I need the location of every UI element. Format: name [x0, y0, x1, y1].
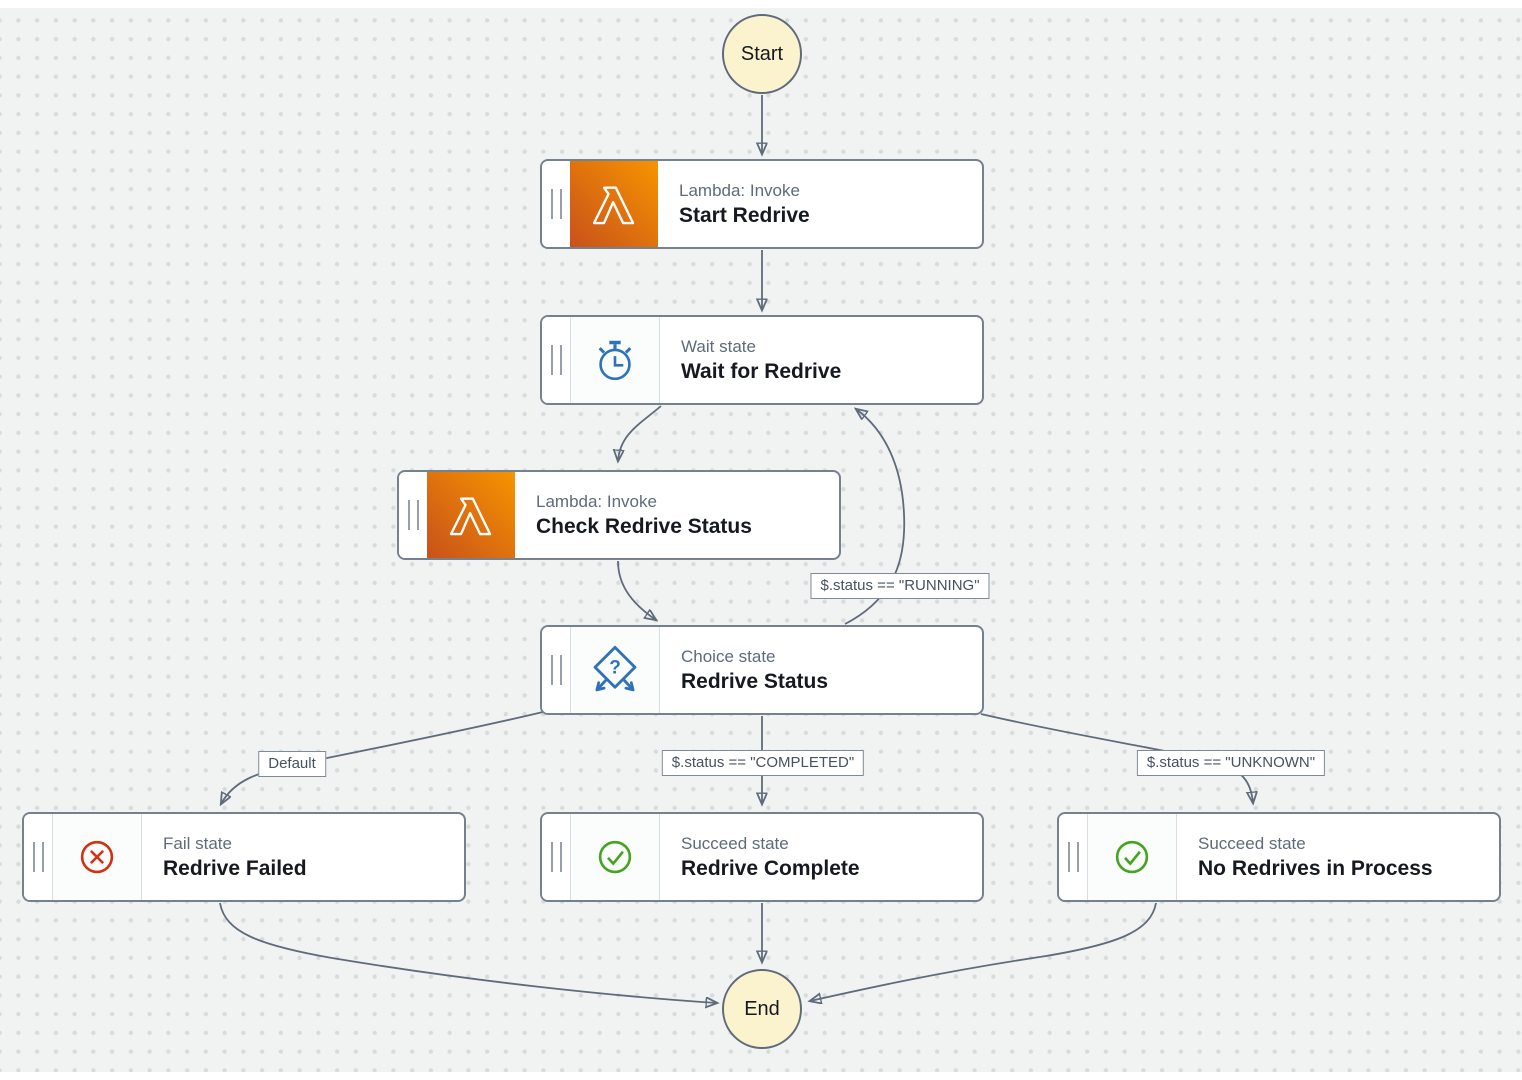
drag-handle[interactable]	[542, 627, 570, 713]
end-terminal: End	[722, 969, 802, 1049]
edge-wait-to-check-status	[618, 405, 662, 461]
drag-handle[interactable]	[542, 814, 570, 900]
edge-label-unknown: $.status == "UNKNOWN"	[1136, 750, 1326, 776]
canvas-top-edge	[0, 0, 1522, 8]
state-type-label: Succeed state	[1198, 833, 1306, 853]
edge-label-default: Default	[258, 751, 326, 777]
drag-handle[interactable]	[1059, 814, 1087, 900]
edge-no-redrives-to-end	[810, 902, 1157, 1001]
state-name: No Redrives in Process	[1198, 856, 1433, 880]
state-type-label: Lambda: Invoke	[679, 180, 800, 200]
state-type-label: Fail state	[163, 833, 232, 853]
drag-handle-bars-icon	[550, 189, 562, 219]
state-node-wait-for-redrive[interactable]: Wait state Wait for Redrive	[540, 315, 984, 405]
succeed-icon	[570, 814, 660, 900]
state-type-label: Choice state	[681, 646, 776, 666]
fail-icon	[52, 814, 142, 900]
state-name: Check Redrive Status	[536, 514, 752, 538]
state-node-redrive-complete[interactable]: Succeed state Redrive Complete	[540, 812, 984, 902]
drag-handle-bars-icon	[1067, 842, 1079, 872]
drag-handle-bars-icon	[407, 500, 419, 530]
end-terminal-label: End	[744, 997, 780, 1020]
drag-handle[interactable]	[399, 472, 427, 558]
drag-handle[interactable]	[24, 814, 52, 900]
drag-handle-bars-icon	[550, 345, 562, 375]
edge-fail-to-end	[219, 902, 717, 1003]
state-name: Redrive Complete	[681, 856, 860, 880]
state-name: Start Redrive	[679, 203, 810, 227]
state-name: Redrive Failed	[163, 856, 307, 880]
start-terminal: Start	[722, 14, 802, 94]
lambda-icon	[427, 472, 515, 558]
drag-handle[interactable]	[542, 161, 570, 247]
choice-icon: ?	[570, 627, 660, 713]
drag-handle[interactable]	[542, 317, 570, 403]
lambda-icon	[570, 161, 658, 247]
canvas-bottom-edge	[0, 1072, 1522, 1080]
drag-handle-bars-icon	[32, 842, 44, 872]
state-node-check-redrive-status[interactable]: Lambda: Invoke Check Redrive Status	[397, 470, 841, 560]
state-node-no-redrives-in-process[interactable]: Succeed state No Redrives in Process	[1057, 812, 1501, 902]
state-type-label: Lambda: Invoke	[536, 491, 657, 511]
state-name: Wait for Redrive	[681, 359, 842, 383]
edge-check-status-to-choice	[617, 560, 656, 620]
wait-icon	[570, 317, 660, 403]
state-name: Redrive Status	[681, 669, 829, 693]
drag-handle-bars-icon	[550, 842, 562, 872]
state-type-label: Wait state	[681, 336, 756, 356]
state-node-start-redrive[interactable]: Lambda: Invoke Start Redrive	[540, 159, 984, 249]
edge-label-completed: $.status == "COMPLETED"	[661, 750, 865, 776]
start-terminal-label: Start	[740, 42, 784, 65]
succeed-icon	[1087, 814, 1177, 900]
state-type-label: Succeed state	[681, 833, 789, 853]
edge-label-running: $.status == "RUNNING"	[810, 573, 990, 599]
svg-text:?: ?	[609, 658, 621, 679]
drag-handle-bars-icon	[550, 655, 562, 685]
state-node-redrive-failed[interactable]: Fail state Redrive Failed	[22, 812, 466, 902]
state-node-redrive-status[interactable]: ? Choice state Redrive Status	[540, 625, 984, 715]
